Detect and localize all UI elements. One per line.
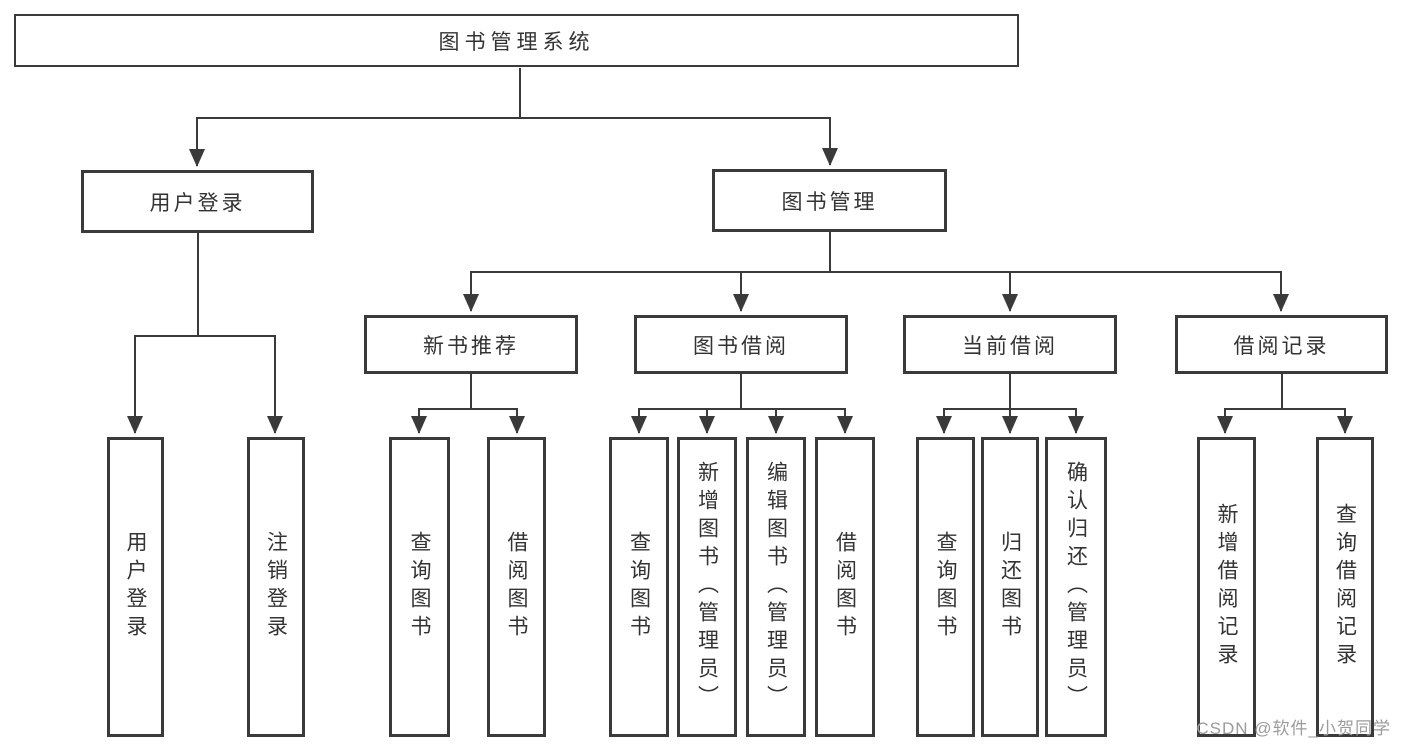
leaf-borrow-book-2: 借阅图书 xyxy=(815,437,875,737)
leaf-query-book-1: 查询图书 xyxy=(389,437,450,737)
leaf-query-book-2: 查询图书 xyxy=(609,437,669,737)
leaf-logout: 注销登录 xyxy=(247,437,305,737)
node-book-borrow: 图书借阅 xyxy=(634,315,848,374)
leaf-add-borrow-record: 新增借阅记录 xyxy=(1197,437,1256,737)
connector-user-login-stem xyxy=(134,233,276,337)
csdn-watermark: CSDN @软件_小贺同学 xyxy=(1196,719,1391,738)
leaf-edit-book-admin: 编辑图书（管理员） xyxy=(746,437,806,737)
leaf-query-borrow-record: 查询借阅记录 xyxy=(1316,437,1374,737)
node-book-management: 图书管理 xyxy=(712,169,947,232)
connector-root-stem xyxy=(196,68,831,119)
connector-new-book-stem xyxy=(418,374,518,410)
connector-borrow-record-stem xyxy=(1224,374,1346,410)
node-user-login: 用户登录 xyxy=(81,170,314,233)
leaf-query-book-3: 查询图书 xyxy=(916,437,975,737)
leaf-add-book-admin: 新增图书（管理员） xyxy=(677,437,737,737)
node-new-book-recommend: 新书推荐 xyxy=(364,315,578,374)
connector-book-borrow-stem xyxy=(638,374,846,410)
leaf-return-book: 归还图书 xyxy=(981,437,1039,737)
leaf-confirm-return-admin: 确认归还（管理员） xyxy=(1045,437,1107,737)
node-root: 图书管理系统 xyxy=(14,14,1019,67)
node-borrow-record: 借阅记录 xyxy=(1175,315,1388,374)
leaf-user-login: 用户登录 xyxy=(107,437,164,737)
node-current-borrow: 当前借阅 xyxy=(903,315,1117,374)
connector-current-borrow-stem xyxy=(943,374,1077,410)
connector-book-management-stem xyxy=(470,232,1282,273)
leaf-borrow-book-1: 借阅图书 xyxy=(487,437,546,737)
